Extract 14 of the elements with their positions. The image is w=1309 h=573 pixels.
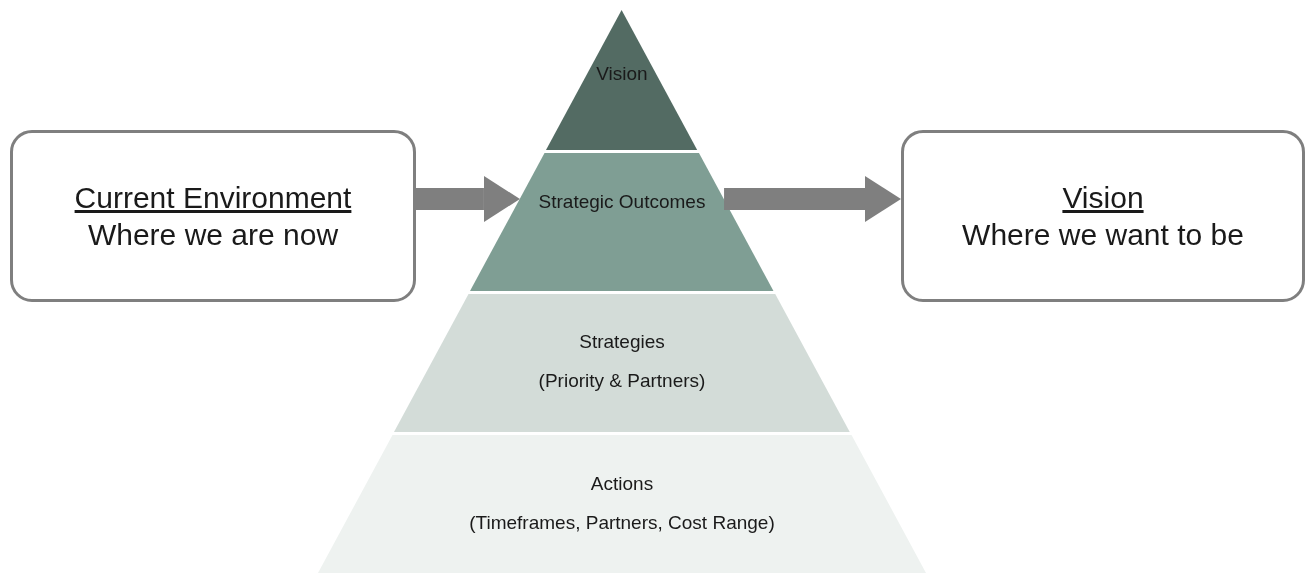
tier-label: Strategies [579,330,665,354]
rounded-box [901,130,1305,302]
tier-label: (Timeframes, Partners, Cost Range) [469,510,775,535]
block-arrow [416,176,520,222]
tier-label: Strategic Outcomes [538,190,706,214]
box-text: Where we want to be [962,217,1244,253]
box-heading: Vision [1062,179,1144,216]
box-heading: Current Environment [74,179,352,216]
tier-label: Vision [596,62,648,86]
tier-label: (Priority & Partners) [538,368,706,393]
box-text: Where we are now [87,217,339,253]
rounded-box [10,130,416,302]
block-arrow [724,176,901,222]
tier-label: Actions [590,472,654,496]
